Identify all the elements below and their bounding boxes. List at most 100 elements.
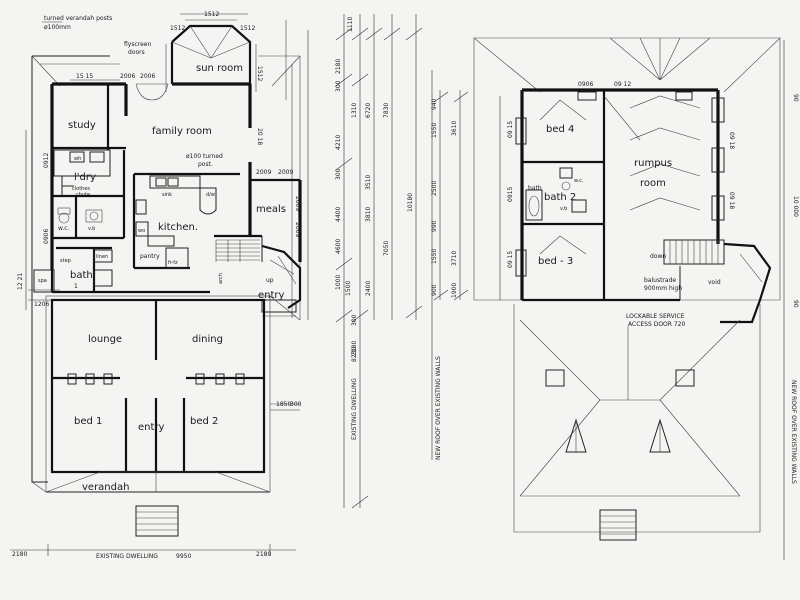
- upper-dim-0906: 0906: [578, 81, 593, 88]
- col-dim-300-c: 300: [351, 314, 358, 326]
- dim-300: 300: [290, 401, 302, 408]
- flyscreen-label-2: doors: [128, 49, 145, 56]
- wh-label: wh: [74, 156, 81, 162]
- col-dim-4400: 4400: [335, 207, 342, 222]
- col-dim-3510: 3510: [365, 175, 372, 190]
- up-label: up: [266, 277, 274, 284]
- upper-dim-0915-b: 0915: [507, 187, 514, 202]
- room-rumpus-line-2: room: [640, 178, 666, 189]
- room-bath: bath: [70, 270, 93, 281]
- clothes-chute-label-1: clothes: [72, 186, 90, 192]
- dim-2009-b: 2009: [278, 169, 293, 176]
- col-dim-1000: 1000: [335, 275, 342, 290]
- linen-label: linen: [96, 254, 108, 260]
- clothes-chute-label-2: chute: [76, 192, 90, 198]
- upper-bath-label: bath: [528, 185, 542, 192]
- vb-label: v.b: [88, 226, 95, 232]
- room-entry-side: entry: [258, 290, 285, 301]
- roof-total-dim: 10180: [407, 193, 414, 212]
- upper-dim-0918-b: 09 18: [728, 192, 735, 209]
- upper-dim-0915-a: 09 15: [507, 121, 514, 138]
- room-void: void: [708, 279, 721, 286]
- upper-dim-900: 900: [431, 284, 438, 296]
- step-label: step: [60, 258, 71, 264]
- col-dim-2400: 2400: [365, 281, 372, 296]
- room-bath-number: 1: [74, 283, 78, 290]
- col-dim-7830: 7830: [383, 103, 390, 118]
- flyscreen-label-1: flyscreen: [124, 41, 151, 48]
- arch-label: arch: [218, 273, 224, 284]
- dim-1850: 1850: [276, 401, 291, 408]
- col-dim-1110: 1110: [347, 17, 354, 32]
- upper-dim-2500: 2500: [431, 181, 438, 196]
- col-dim-2180-top: 2180: [335, 59, 342, 74]
- dim-2006-a: 2006: [120, 73, 135, 80]
- dim-1206: 1206: [34, 301, 49, 308]
- upper-dim-1900: 1900: [451, 283, 458, 298]
- col-dim-4210: 4210: [335, 135, 342, 150]
- room-bath-2: bath 2: [544, 192, 576, 203]
- upper-floor-plan: 0906 09 12 09 15 0915 09 15 09 18 09 18 …: [431, 37, 799, 560]
- lockable-access-label-2: ACCESS DOOR 720: [628, 321, 685, 328]
- upper-dim-90-a: 90: [792, 94, 799, 102]
- ground-floor-plan: turned verandah posts ø100mm flyscreen d…: [10, 11, 309, 560]
- dim-1221: 12 21: [17, 273, 24, 290]
- down-label: down: [650, 253, 666, 260]
- new-roof-note-right: NEW ROOF OVER EXISTING WALLS: [790, 380, 797, 484]
- col-dim-3810: 3810: [365, 207, 372, 222]
- room-bed-3: bed - 3: [538, 256, 573, 267]
- dim-2018: 20 18: [256, 128, 263, 145]
- upper-dim-0915-c: 09 15: [507, 251, 514, 268]
- dim-1512-d: 1512: [256, 66, 263, 81]
- sink-label: sink: [162, 192, 172, 198]
- room-bed-1: bed 1: [74, 416, 102, 427]
- room-kitchen: kitchen.: [158, 222, 198, 233]
- room-entry-main: entry: [138, 422, 165, 433]
- dim-2009-a: 2009: [256, 169, 271, 176]
- col-dim-2180-bottom: 2180: [351, 341, 358, 356]
- room-rumpus-line-1: rumpus: [634, 158, 672, 169]
- dim-1512-b: 1512: [204, 11, 219, 18]
- upper-wc-label: w.c.: [574, 178, 584, 184]
- dim-2180-left: 2180: [12, 551, 27, 558]
- upper-dim-10000: 10 000: [792, 196, 799, 217]
- upper-dim-3710: 3710: [451, 251, 458, 266]
- dim-1515: 15 15: [76, 73, 93, 80]
- col-dim-1310: 1310: [351, 103, 358, 118]
- new-roof-note-center: NEW ROOF OVER EXISTING WALLS: [435, 356, 442, 460]
- col-dim-300-a: 300: [335, 80, 342, 92]
- col-dim-7050: 7050: [383, 241, 390, 256]
- dim-2006-b: 2006: [140, 73, 155, 80]
- room-study: study: [68, 120, 96, 131]
- room-lounge: lounge: [88, 334, 122, 345]
- room-laundry: l'dry: [74, 172, 96, 183]
- balustrade-label-1: balustrade: [644, 277, 676, 284]
- existing-dwelling-width: 9950: [176, 553, 191, 560]
- existing-dwelling-vertical-value: 8230: [351, 347, 358, 362]
- spa-label: spa: [38, 278, 47, 284]
- dim-2009-c: 2009: [294, 196, 301, 211]
- upper-dim-3610: 3610: [451, 121, 458, 136]
- wo-label: wo: [138, 228, 145, 234]
- room-wc: w.c.: [58, 225, 70, 232]
- room-meals: meals: [256, 204, 286, 215]
- balustrade-label-2: 900mm high: [644, 285, 682, 292]
- fridge-label: fr-fz: [168, 260, 178, 266]
- upper-vb-label: v.b: [560, 206, 567, 212]
- upper-dim-940: 940: [431, 98, 438, 110]
- existing-dwelling-label: EXISTING DWELLING: [96, 553, 158, 560]
- room-bed-2: bed 2: [190, 416, 218, 427]
- room-family-room: family room: [152, 126, 212, 137]
- room-sun-room: sun room: [196, 63, 243, 74]
- upper-dim-990: 990: [431, 220, 438, 232]
- upper-dim-1550-b: 1550: [431, 249, 438, 264]
- dim-0912: 0912: [43, 153, 50, 168]
- verandah-posts-label-1: turned verandah posts: [44, 15, 112, 22]
- col-dim-300-b: 300: [335, 168, 342, 180]
- dim-2009-d: 2009: [294, 222, 301, 237]
- turned-post-label-1: ø100 turned: [186, 153, 223, 160]
- upper-dim-1550-a: 1550: [431, 123, 438, 138]
- upper-dim-90-b: 90: [792, 300, 799, 308]
- dw-label: d/w: [206, 192, 215, 198]
